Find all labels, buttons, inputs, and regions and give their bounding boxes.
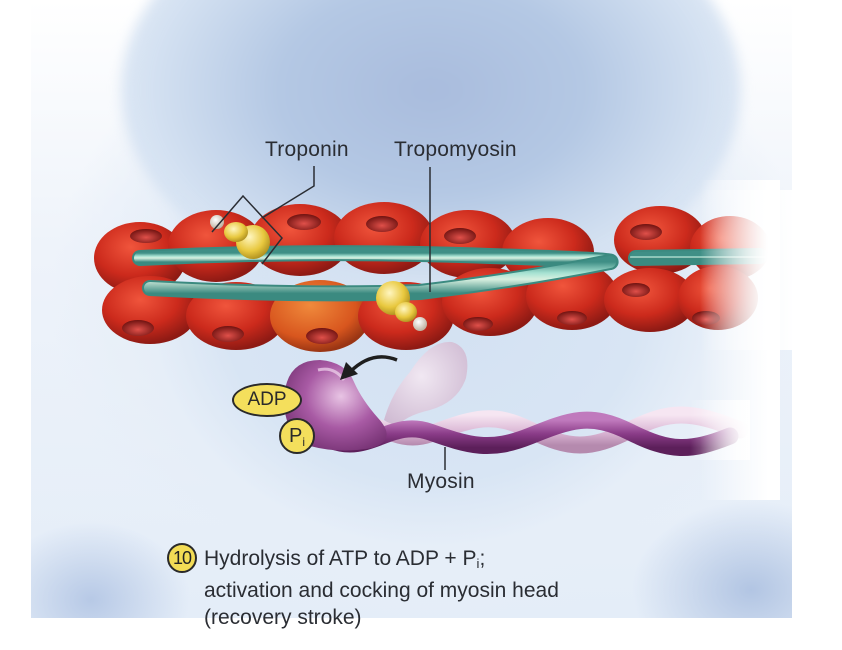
caption-subscript: i bbox=[476, 556, 480, 571]
step-caption: Hydrolysis of ATP to ADP + Pi; activatio… bbox=[204, 545, 559, 631]
adp-molecule: ADP bbox=[232, 383, 302, 417]
label-troponin: Troponin bbox=[265, 138, 349, 161]
phosphate-subscript: i bbox=[302, 435, 305, 449]
caption-line-1-text: Hydrolysis of ATP to ADP + P bbox=[204, 547, 477, 570]
label-tropomyosin: Tropomyosin bbox=[394, 138, 517, 161]
edge-fade bbox=[700, 180, 780, 500]
caption-line-3: (recovery stroke) bbox=[204, 606, 362, 629]
tropomyosin-strands bbox=[132, 245, 768, 302]
troponin-complex-2 bbox=[376, 281, 427, 331]
caption-line-1: Hydrolysis of ATP to ADP + Pi; bbox=[204, 545, 559, 577]
phosphate-symbol: P bbox=[288, 425, 303, 447]
myosin-head-previous-position bbox=[384, 341, 468, 428]
phosphate-molecule: Pi bbox=[279, 418, 315, 454]
leader-lines bbox=[211, 166, 446, 470]
label-myosin: Myosin bbox=[407, 470, 475, 493]
caption-line-1-suffix: ; bbox=[479, 547, 486, 570]
troponin-complex-1 bbox=[210, 215, 270, 259]
step-number-badge: 10 bbox=[167, 543, 197, 573]
cocking-arrow-icon bbox=[340, 355, 398, 380]
caption-line-2: activation and cocking of myosin head bbox=[204, 579, 559, 602]
actin-filament bbox=[94, 202, 770, 352]
